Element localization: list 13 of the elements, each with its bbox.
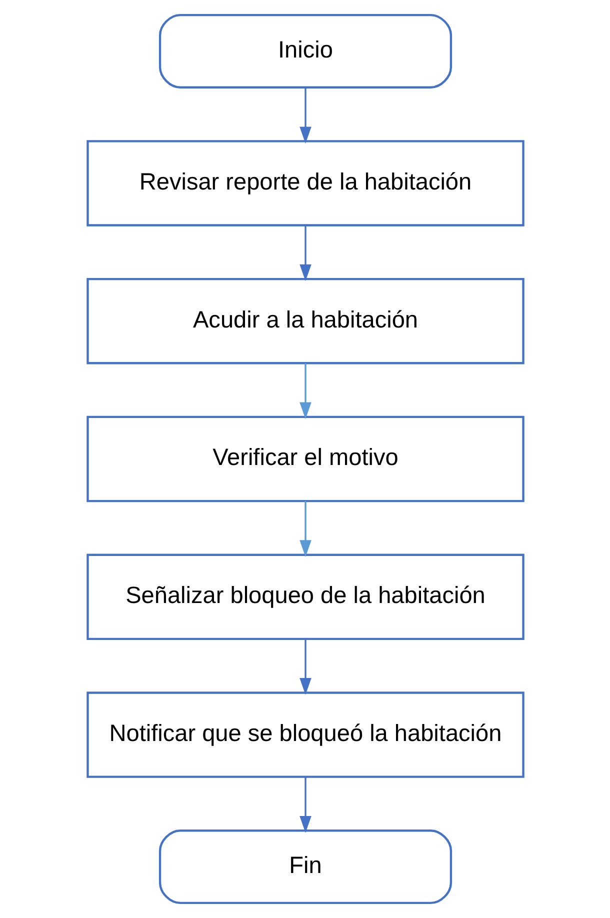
- arrow: [299, 638, 311, 695]
- node-box: Inicio: [158, 14, 452, 88]
- node-box: Verificar el motivo: [86, 416, 524, 502]
- node-box: Fin: [158, 830, 452, 904]
- arrow: [299, 87, 311, 144]
- arrow: [299, 777, 311, 833]
- arrow: [299, 501, 311, 557]
- arrow: [299, 225, 311, 282]
- node-box: Señalizar bloqueo de la habitación: [86, 554, 524, 640]
- arrow: [299, 363, 311, 420]
- node-box: Acudir a la habitación: [86, 278, 524, 364]
- node-box: Notificar que se bloqueó la habitación: [86, 692, 524, 778]
- node-box: Revisar reporte de la habitación: [86, 140, 524, 226]
